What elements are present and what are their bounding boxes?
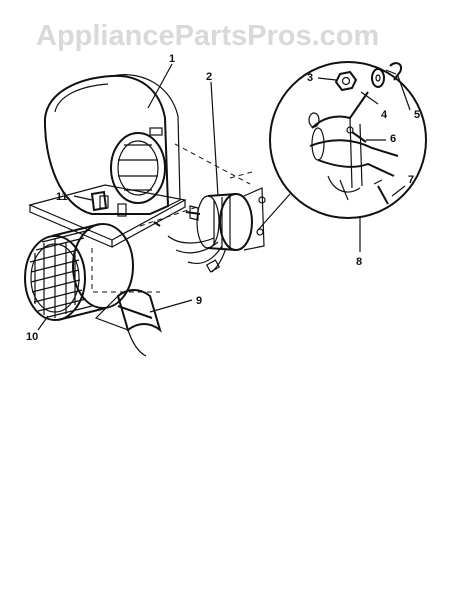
hex-nut[interactable]: [334, 70, 358, 92]
watermark-text: AppliancePartsPros.com: [36, 20, 379, 52]
callout-9: 9: [196, 295, 202, 307]
blower-housing[interactable]: [28, 74, 187, 248]
housing-screw[interactable]: [153, 221, 161, 227]
callout-11: 11: [56, 191, 68, 203]
callout-8: 8: [356, 256, 362, 268]
mounting-screw[interactable]: [346, 126, 367, 143]
callout-1: 1: [169, 53, 175, 65]
callout-7: 7: [408, 174, 414, 186]
callout-2: 2: [206, 71, 212, 83]
leader-lines: [37, 63, 411, 331]
callout-6: 6: [390, 133, 396, 145]
motor-mount-detail[interactable]: [257, 61, 427, 231]
callout-4: 4: [381, 109, 388, 121]
washer[interactable]: [371, 68, 385, 88]
alignment-line: [229, 171, 253, 179]
blower-motor[interactable]: [167, 187, 266, 273]
alignment-line: [174, 143, 251, 185]
retaining-clip[interactable]: [385, 62, 402, 81]
callout-5: 5: [414, 109, 420, 121]
blower-cover-shield[interactable]: [94, 289, 162, 357]
callout-labels: 1 2 3 4 5 6 7 8 9 10 11: [26, 53, 420, 343]
callout-3: 3: [307, 72, 313, 84]
callout-10: 10: [26, 331, 38, 343]
alignment-line: [139, 205, 201, 227]
housing-tab-clip[interactable]: [90, 190, 108, 212]
alignment-line: [91, 248, 160, 293]
blower-wheel[interactable]: [24, 223, 134, 321]
